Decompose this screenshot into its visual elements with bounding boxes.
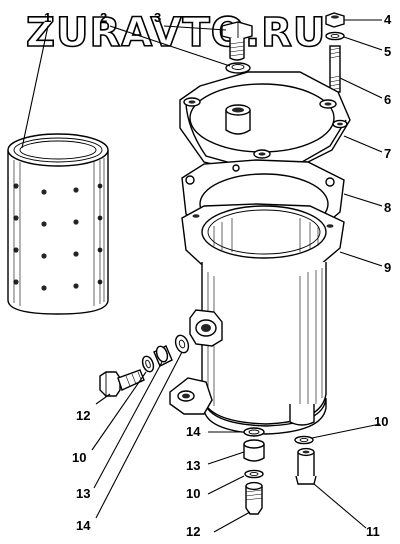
filter-element [7, 133, 109, 315]
callout-10-bottom: 10 [186, 486, 200, 501]
callout-9: 9 [384, 260, 391, 275]
washer-right-10 [294, 435, 314, 445]
drain-plug-11 [295, 447, 317, 485]
filter-cover [179, 71, 351, 175]
callout-3: 3 [154, 10, 161, 25]
callout-12-bottom: 12 [186, 524, 200, 539]
washer-left-14 [174, 334, 190, 354]
callout-11: 11 [366, 524, 380, 539]
ring-bottom-13 [243, 439, 265, 462]
callout-6: 6 [384, 92, 391, 107]
stud [329, 45, 341, 93]
cover-bolt [221, 21, 253, 61]
callout-7: 7 [384, 146, 391, 161]
callout-14-left: 14 [76, 518, 91, 533]
callout-13-bottom: 13 [186, 458, 200, 473]
filter-housing [169, 203, 345, 435]
callout-1: 1 [44, 10, 51, 25]
banjo-bolt-left [99, 369, 145, 397]
callout-13-left: 13 [76, 486, 90, 501]
callout-12-left: 12 [76, 408, 90, 423]
stud-washer [325, 31, 345, 41]
callout-14-bottom: 14 [186, 424, 201, 439]
leader-lines [21, 19, 383, 533]
callout-10-left: 10 [72, 450, 86, 465]
callout-2: 2 [100, 10, 107, 25]
bolt-washer [225, 62, 251, 74]
callout-8: 8 [384, 200, 391, 215]
callout-labels: 1 2 3 4 5 6 7 8 9 10 10 10 11 12 12 13 1… [44, 10, 392, 539]
ring-left-13 [153, 345, 173, 367]
callout-10-right: 10 [374, 414, 388, 429]
bolt-bottom-12 [245, 481, 263, 515]
callout-4: 4 [384, 12, 392, 27]
stud-nut [325, 12, 345, 28]
watermark: ZURAVTO.RU [26, 10, 326, 56]
washer-left-10 [141, 355, 155, 373]
washer-bottom-10 [244, 469, 264, 479]
washer-bottom-14 [243, 427, 265, 437]
callout-5: 5 [384, 44, 391, 59]
